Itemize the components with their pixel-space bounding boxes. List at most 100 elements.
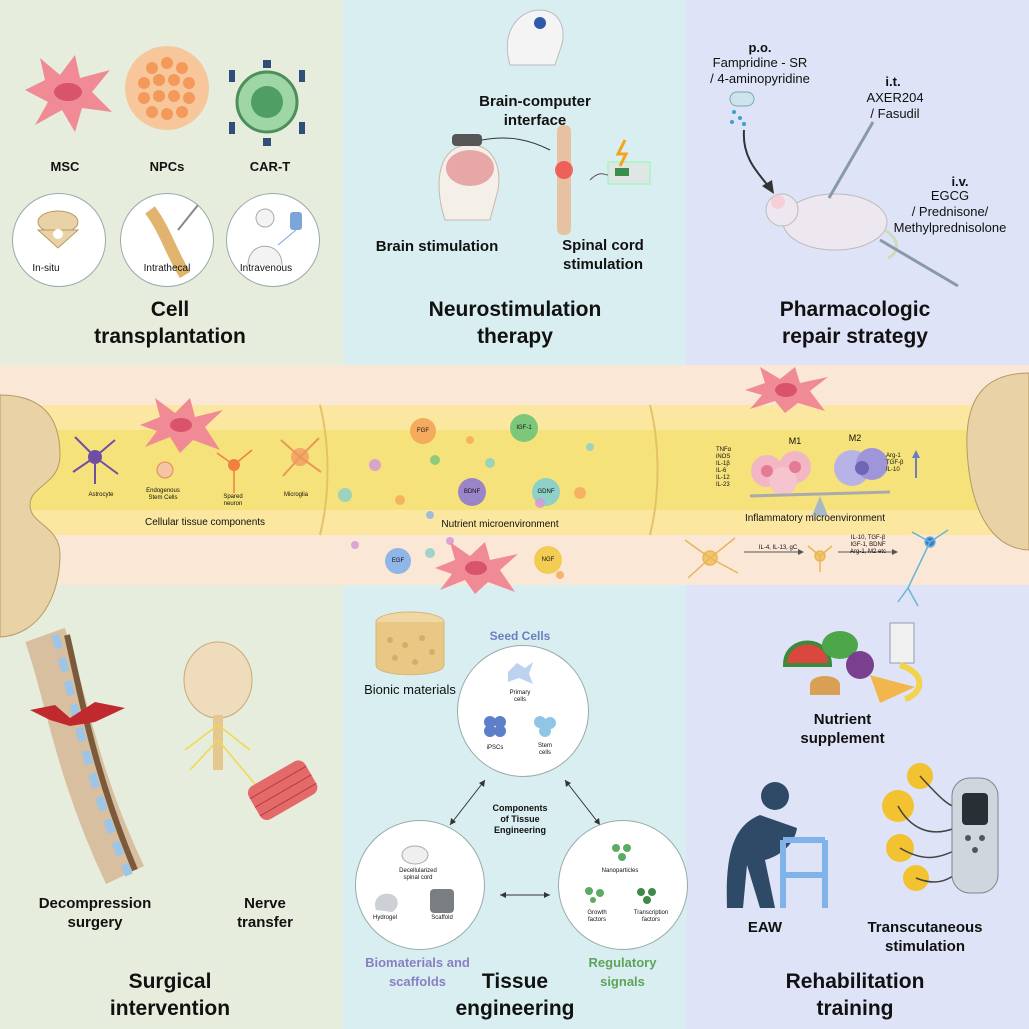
lumbar-spine-icon <box>25 627 144 885</box>
msc-cell-nutrient-icon <box>435 542 518 594</box>
brain-head-icon <box>438 134 551 221</box>
triangle-arrows <box>449 779 601 898</box>
right-vertebra-icon <box>966 372 1029 551</box>
transcutaneous-stimulation-label: Transcutaneous stimulation <box>867 919 983 955</box>
nerve-transfer-label: Nerve transfer <box>237 895 293 931</box>
left-vertebra-icon <box>0 394 61 638</box>
factor-egf: EGF <box>385 548 411 574</box>
it-drugs-label: AXER204 / Fasudil <box>866 90 924 121</box>
primary-cells-icon <box>508 662 533 684</box>
brain-stimulation-label: Brain stimulation <box>375 238 499 255</box>
iv-route-label: i.v. <box>951 174 969 189</box>
tissue-engineering-title: Tissue engineering <box>455 970 575 1020</box>
hydrogel-icon <box>375 893 398 912</box>
factor-fgf: FGF <box>410 418 436 444</box>
mouse-icon <box>765 193 899 260</box>
seed-cells-label: Seed Cells <box>489 629 551 643</box>
in-situ-label: In-situ <box>32 263 60 274</box>
factor-ngf: NGF <box>534 546 562 574</box>
stem-cells-icon <box>534 716 556 737</box>
microglia-label: Microglia <box>283 492 308 498</box>
decellularized-cord-icon <box>401 845 429 865</box>
astrocyte-icon <box>72 436 119 484</box>
car-t-label: CAR-T <box>249 159 291 174</box>
pharmacologic-title: Pharmacologic repair strategy <box>779 298 931 348</box>
pathway-2-label: IL-10, TGF-β IGF-1, BDNF Arg-1, M2 etc <box>849 535 886 555</box>
food-icon <box>782 622 923 703</box>
m1-label: M1 <box>788 436 802 446</box>
ipscs-icon <box>484 716 506 737</box>
nutrient-supplement-label: Nutrient supplement <box>800 711 885 747</box>
astrocyte-label: Astrocyte <box>88 492 114 498</box>
ipscs-label: iPSCs <box>486 745 504 751</box>
syringe-it-icon <box>827 121 875 199</box>
biomaterials-scaffolds-label: Biomaterials and scaffolds <box>365 955 470 989</box>
spared-neuron-label: Spared neuron <box>223 494 243 507</box>
stimulator-device-icon <box>589 139 651 185</box>
intravenous-route-circle <box>226 193 320 287</box>
surgical-intervention-title: Surgical intervention <box>109 970 231 1020</box>
hydrogel-label: Hydrogel <box>372 915 397 921</box>
nerve-transfer-icon <box>183 641 318 820</box>
nanoparticles-icon <box>612 844 631 861</box>
regulatory-circle <box>558 820 688 950</box>
stem-cells-label: Endogenous Stem Cells <box>146 488 180 501</box>
iv-drugs-label: EGCG / Prednisone/ Methylprednisolone <box>893 188 1007 235</box>
transcription-factors-icon <box>637 888 656 904</box>
section-dividers <box>319 404 659 536</box>
tens-device-icon <box>882 763 999 894</box>
m1-markers-label: TNFα iNOS IL-1β IL-6 IL-12 IL-23 <box>716 447 732 488</box>
cell-transplantation-title: Cell transplantation <box>94 298 246 348</box>
regulatory-signals-label: Regulatory signals <box>588 955 657 989</box>
microglia-icon <box>280 437 322 477</box>
head-bci-icon <box>506 9 564 66</box>
nutrient-microenvironment-label: Nutrient microenvironment <box>441 519 559 530</box>
nanoparticles-label: Nanoparticles <box>601 868 639 874</box>
arrow-to-mouse-icon <box>742 129 774 194</box>
scaffold-icon <box>430 889 454 913</box>
m1-macrophages-icon <box>751 451 811 495</box>
nutrient-dots <box>338 436 594 579</box>
pill-icon <box>729 91 755 126</box>
walker-person-icon <box>726 782 828 908</box>
spinal-cord-stimulation-label: Spinal cord stimulation <box>562 237 644 273</box>
m2-label: M2 <box>848 433 862 443</box>
growth-factors-label: Growth factors <box>587 910 607 923</box>
vertebra-icon <box>36 210 80 249</box>
msc-cell-inflammatory-icon <box>745 367 828 413</box>
m2-macrophages-icon <box>834 448 888 486</box>
inflammatory-microenvironment-label: Inflammatory microenvironment <box>744 513 886 524</box>
up-arrow-icon <box>912 450 920 478</box>
spared-neuron-icon <box>216 449 253 493</box>
it-route-label: i.t. <box>885 74 901 89</box>
po-drugs-label: Fampridine - SR / 4-aminopyridine <box>710 55 810 86</box>
bci-label: Brain-computer interface <box>479 93 591 129</box>
msc-cell-band-icon <box>140 398 223 453</box>
stem-cell-icon <box>156 461 174 479</box>
bionic-materials-label: Bionic materials <box>364 682 456 697</box>
transcription-factors-label: Transcription factors <box>633 910 669 923</box>
intravenous-label: Intravenous <box>239 263 293 274</box>
primary-cells-label: Primary cells <box>509 690 531 703</box>
pathway-1-label: IL-4, IL-13, gC <box>758 545 798 551</box>
po-route-label: p.o. <box>748 40 772 55</box>
microglia-pathway-icon <box>684 529 949 607</box>
intrathecal-label: Intrathecal <box>143 263 191 274</box>
scaffold-label: Scaffold <box>431 915 453 921</box>
balance-scale-icon <box>749 490 891 516</box>
car-t-cell-icon <box>229 60 305 146</box>
bionic-material-icon <box>375 611 445 676</box>
rehabilitation-title: Rehabilitation training <box>785 970 925 1020</box>
npcs-label: NPCs <box>149 159 185 174</box>
msc-cell-icon <box>25 55 112 132</box>
syringe-iv-icon <box>879 238 959 288</box>
components-label: Components of Tissue Engineering <box>492 803 548 835</box>
stem-cells-sub-label: Stem cells <box>537 743 552 756</box>
factor-igf1: IGF-1 <box>510 414 538 442</box>
m2-markers-label: Arg-1 TGF-β IL-10 <box>886 453 904 473</box>
patient-iv-icon <box>247 208 302 266</box>
decompression-surgery-label: Decompression surgery <box>38 895 152 931</box>
msc-label: MSC <box>50 159 80 174</box>
spinal-cord-stim-icon <box>555 125 573 235</box>
spinal-column-icon <box>145 204 199 279</box>
